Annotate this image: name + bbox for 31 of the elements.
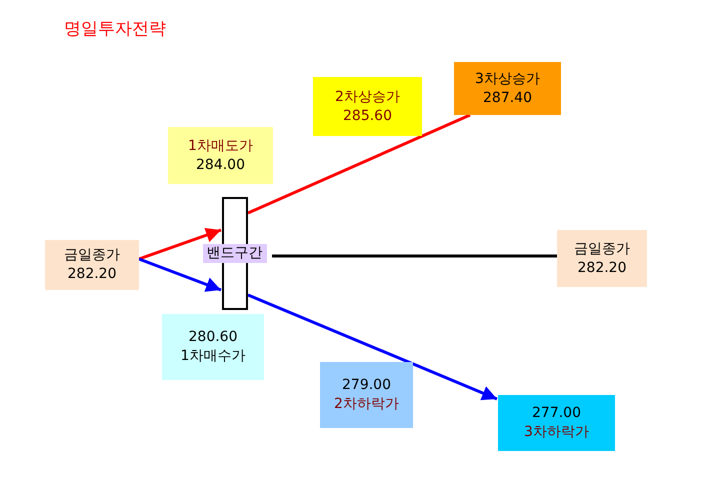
box-text: 3차상승가 bbox=[475, 70, 540, 88]
box-text: 280.60 bbox=[188, 328, 238, 347]
band-label: 밴드구간 bbox=[202, 244, 266, 263]
box-text: 3차하락가 bbox=[524, 423, 589, 442]
box-text: 금일종가 bbox=[574, 240, 630, 258]
box-text: 277.00 bbox=[532, 404, 581, 423]
box-text: 279.00 bbox=[342, 376, 391, 395]
box-text: 금일종가 bbox=[64, 246, 120, 265]
price-box bbox=[168, 127, 273, 184]
price-box bbox=[498, 395, 615, 451]
box-text: 282.20 bbox=[578, 258, 626, 278]
price-box bbox=[557, 230, 647, 287]
box-text: 285.60 bbox=[343, 106, 392, 126]
title: 명일투자전략 bbox=[64, 18, 166, 40]
box-text: 282.20 bbox=[68, 265, 116, 284]
price-box bbox=[454, 62, 561, 115]
price-box bbox=[313, 77, 422, 136]
connector-line bbox=[272, 254, 557, 258]
price-box bbox=[320, 362, 413, 428]
arrow bbox=[247, 294, 498, 400]
box-text: 1차매도가 bbox=[188, 136, 253, 156]
arrow bbox=[138, 258, 222, 292]
box-text: 2차상승가 bbox=[335, 88, 400, 106]
price-box bbox=[162, 314, 264, 380]
box-text: 287.40 bbox=[483, 88, 532, 108]
price-box bbox=[45, 240, 139, 290]
box-text: 1차매수가 bbox=[180, 347, 246, 366]
box-text: 284.00 bbox=[196, 156, 245, 174]
box-text: 2차하락가 bbox=[334, 395, 399, 414]
arrow bbox=[138, 228, 222, 260]
connector-line bbox=[247, 114, 471, 214]
